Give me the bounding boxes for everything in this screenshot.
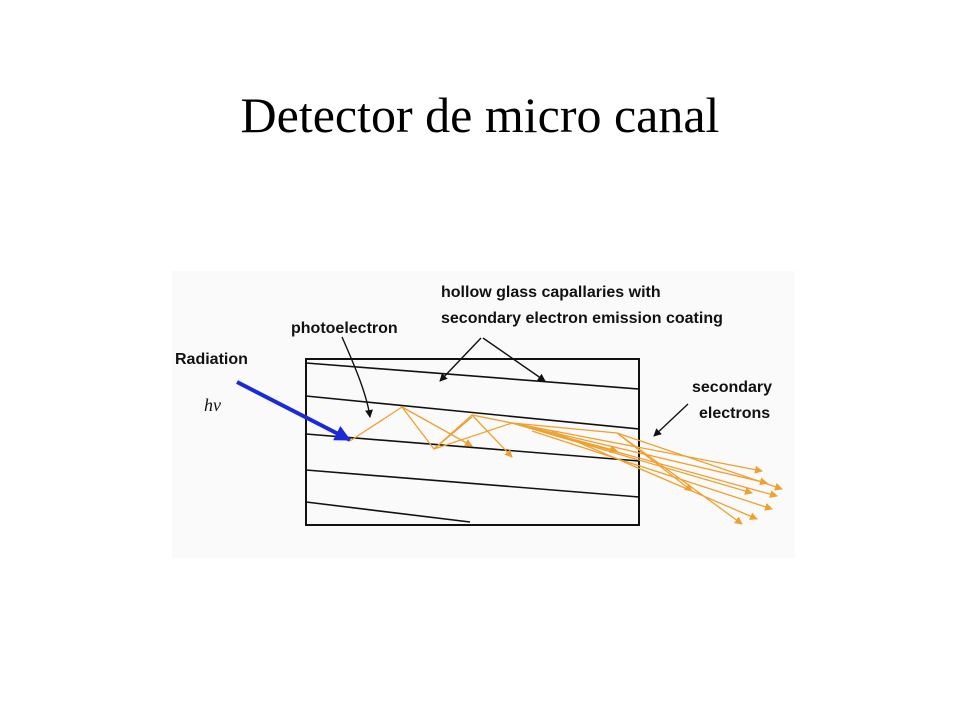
- diagram-drawing: [236, 336, 783, 526]
- label-pointers: [341, 336, 689, 437]
- radiation-arrow: [236, 380, 351, 442]
- radiation-label: Radiation: [175, 351, 248, 368]
- capillaries-label-line1: hollow glass capallaries with: [441, 284, 661, 301]
- capillary-walls: [305, 362, 640, 523]
- capillaries-label-line2: secondary electron emission coating: [441, 310, 723, 327]
- photon-symbol: hν: [204, 395, 221, 415]
- slide-title: Detector de micro canal: [240, 87, 720, 143]
- channel-plate: [305, 358, 640, 526]
- electron-paths: [349, 406, 783, 525]
- microchannel-diagram: hollow glass capallaries with secondary …: [172, 271, 795, 558]
- secondary-label-line1: secondary: [692, 379, 773, 396]
- photoelectron-label: photoelectron: [291, 320, 398, 337]
- secondary-label-line2: electrons: [699, 405, 771, 422]
